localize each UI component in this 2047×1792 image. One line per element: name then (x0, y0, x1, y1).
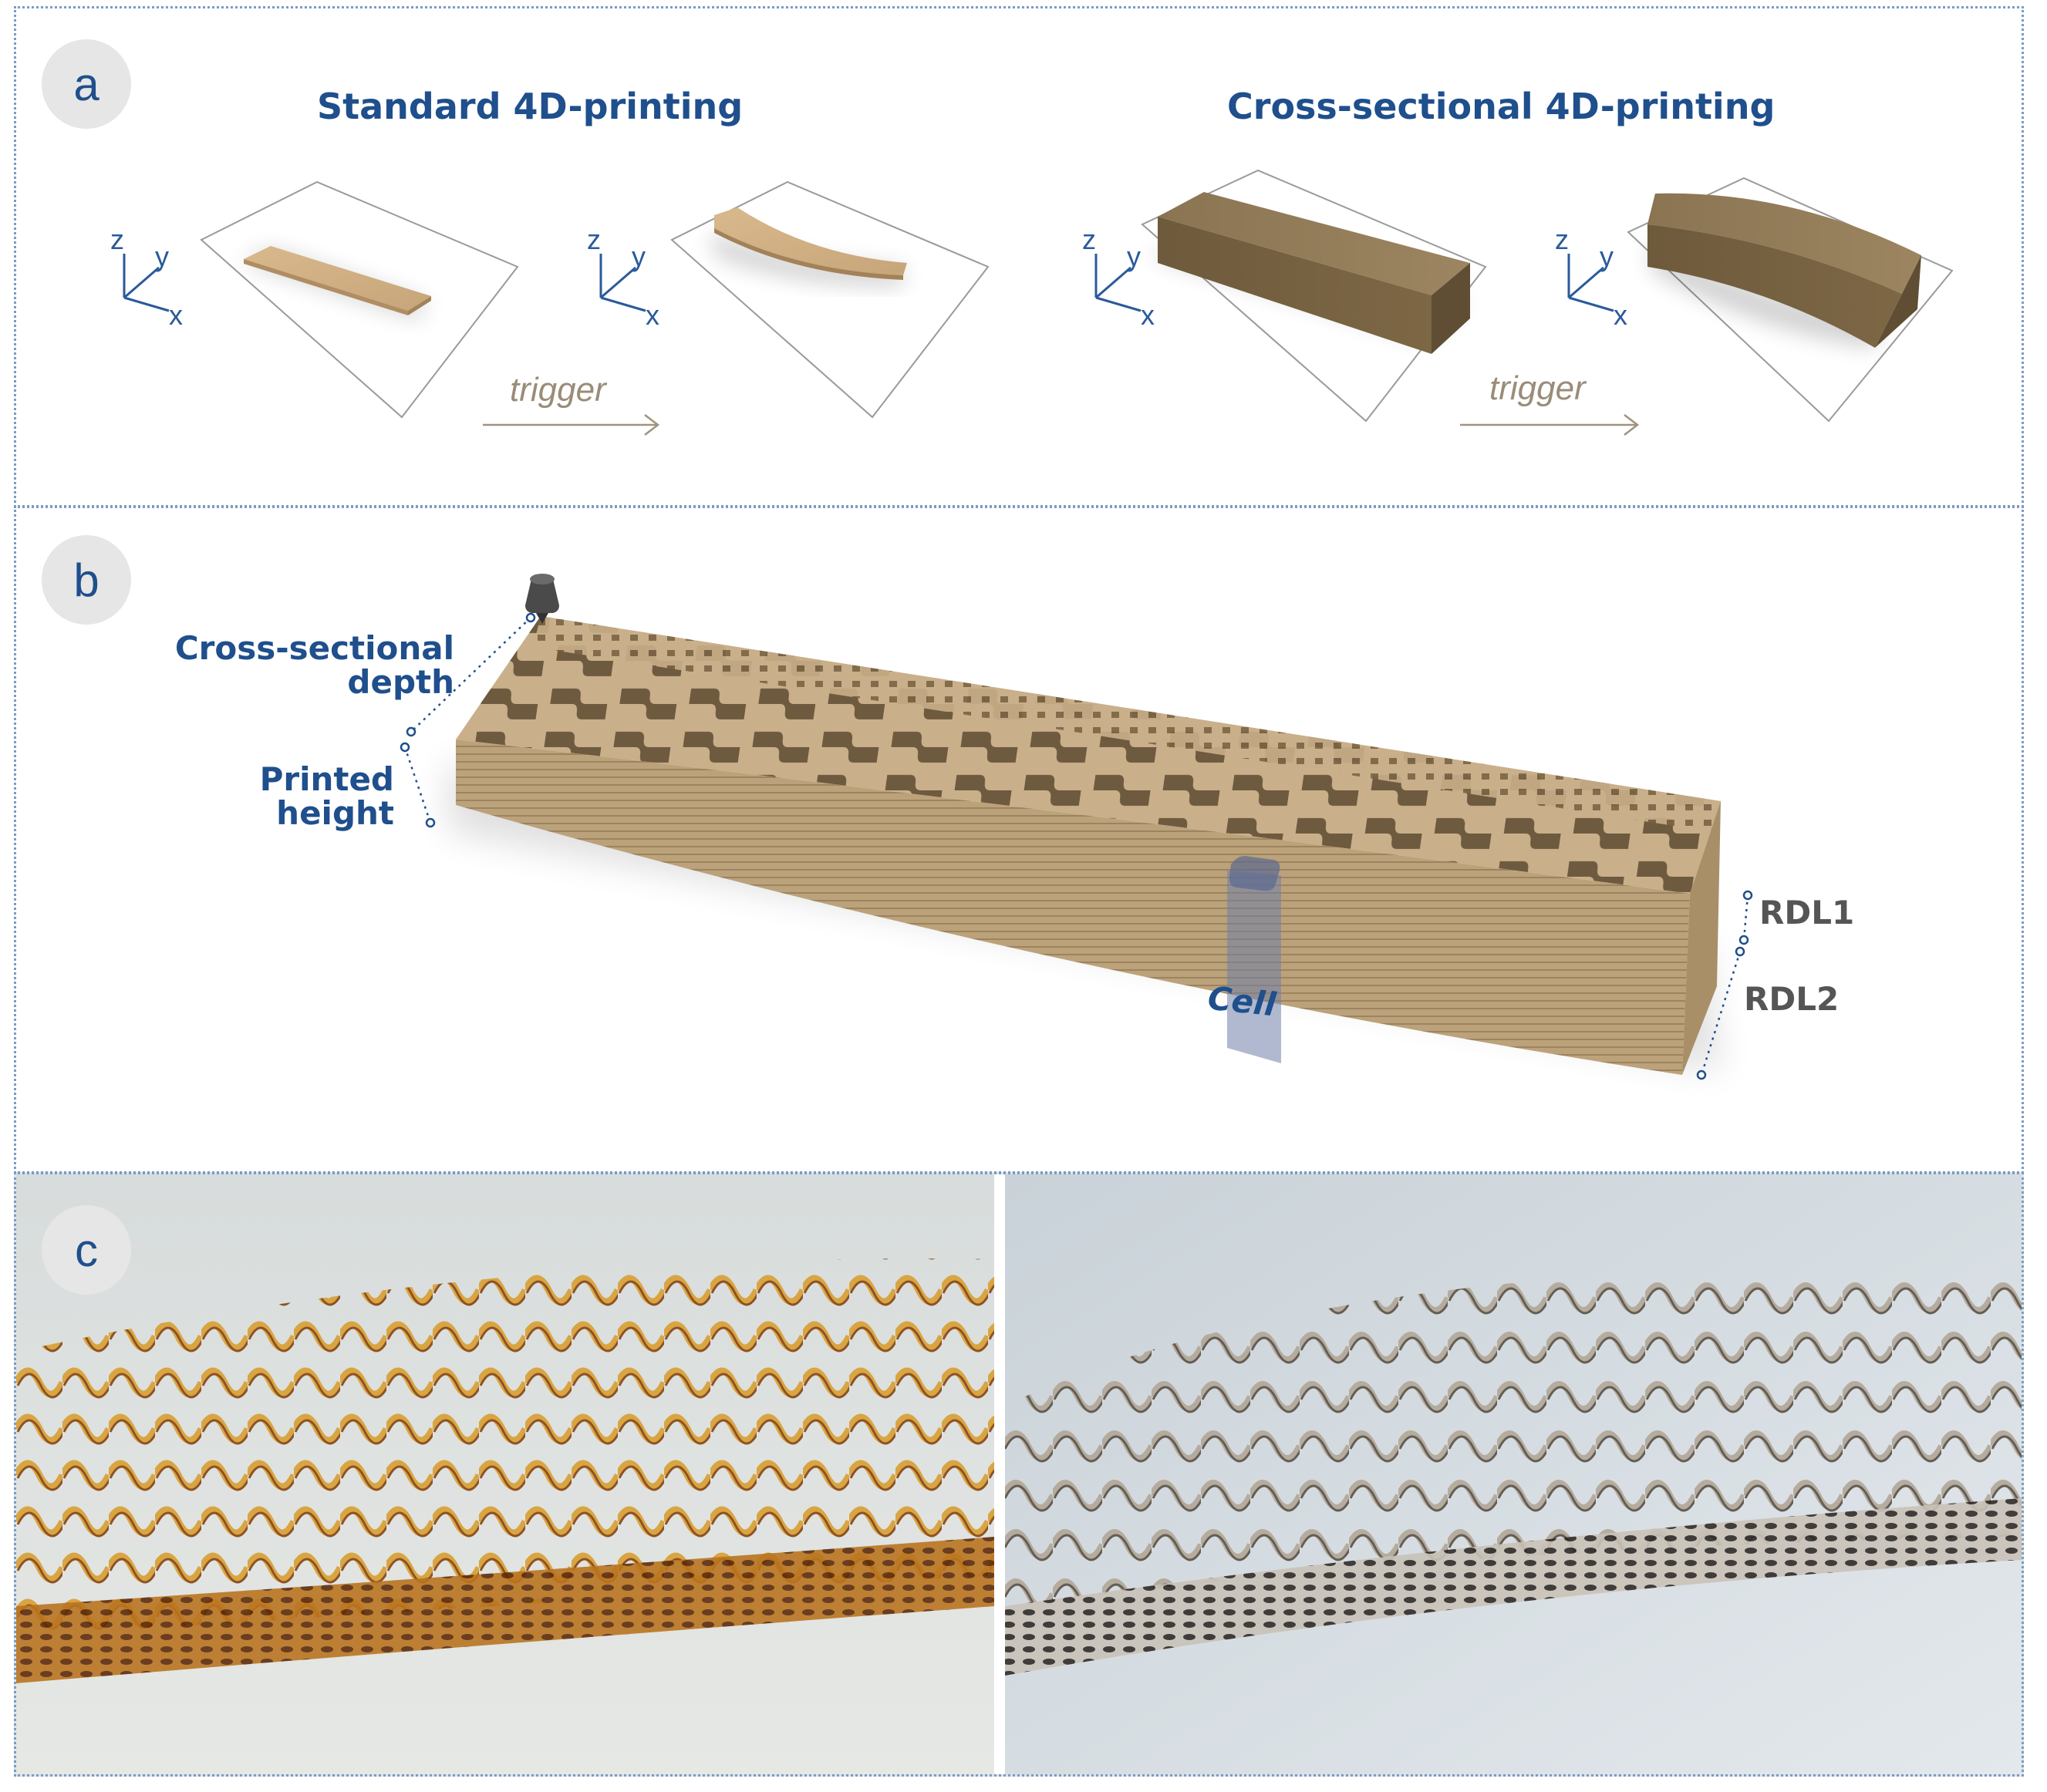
svg-text:z: z (1555, 224, 1569, 255)
lattice-illustration (16, 508, 2022, 1174)
rdl2-label: RDL2 (1744, 980, 1839, 1018)
axis-y-label: y (155, 241, 169, 272)
trigger-arrow-1 (483, 415, 658, 435)
printed-height-label: Printed height (232, 763, 394, 830)
panel-b: b (14, 506, 2024, 1174)
panel-a-illustration: z y x z y x (16, 8, 2022, 507)
plane-1 (201, 182, 518, 417)
panel-a: a Standard 4D-printing Cross-sectional 4… (14, 6, 2024, 507)
plane-3 (1142, 170, 1486, 421)
svg-text:x: x (1141, 299, 1155, 331)
plane-4 (1628, 178, 1952, 421)
axes-4: z y x (1555, 224, 1627, 331)
photo-pair (16, 1174, 2022, 1777)
panel-c-badge: c (42, 1205, 131, 1295)
panel-c: c (14, 1172, 2024, 1777)
axis-z-label: z (110, 224, 124, 255)
photo-grey-lattice (1005, 1174, 2022, 1777)
plane-2 (672, 182, 988, 417)
svg-text:z: z (587, 224, 601, 255)
rdl1-label: RDL1 (1759, 894, 1854, 931)
axis-x-label: x (169, 299, 183, 331)
trigger-label-2: trigger (1489, 369, 1586, 408)
svg-text:z: z (1082, 224, 1096, 255)
svg-text:x: x (1614, 299, 1627, 331)
trigger-label-1: trigger (510, 371, 606, 409)
trigger-arrow-2 (1460, 415, 1637, 435)
photo-divider (994, 1174, 1005, 1777)
svg-text:y: y (1127, 241, 1141, 272)
axes-3: z y x (1082, 224, 1155, 331)
photo-gold-lattice (16, 1174, 994, 1777)
svg-text:x: x (646, 299, 659, 331)
cell-label: Cell (1206, 982, 1277, 1022)
highlighted-cell (1227, 856, 1281, 1063)
axes-2: z y x (587, 224, 659, 331)
svg-text:y: y (632, 241, 646, 272)
cross-sectional-depth-label: Cross-sectional depth (155, 632, 454, 699)
svg-text:y: y (1600, 241, 1614, 272)
flat-strip (244, 246, 431, 311)
axes-1: z y x (110, 224, 183, 331)
